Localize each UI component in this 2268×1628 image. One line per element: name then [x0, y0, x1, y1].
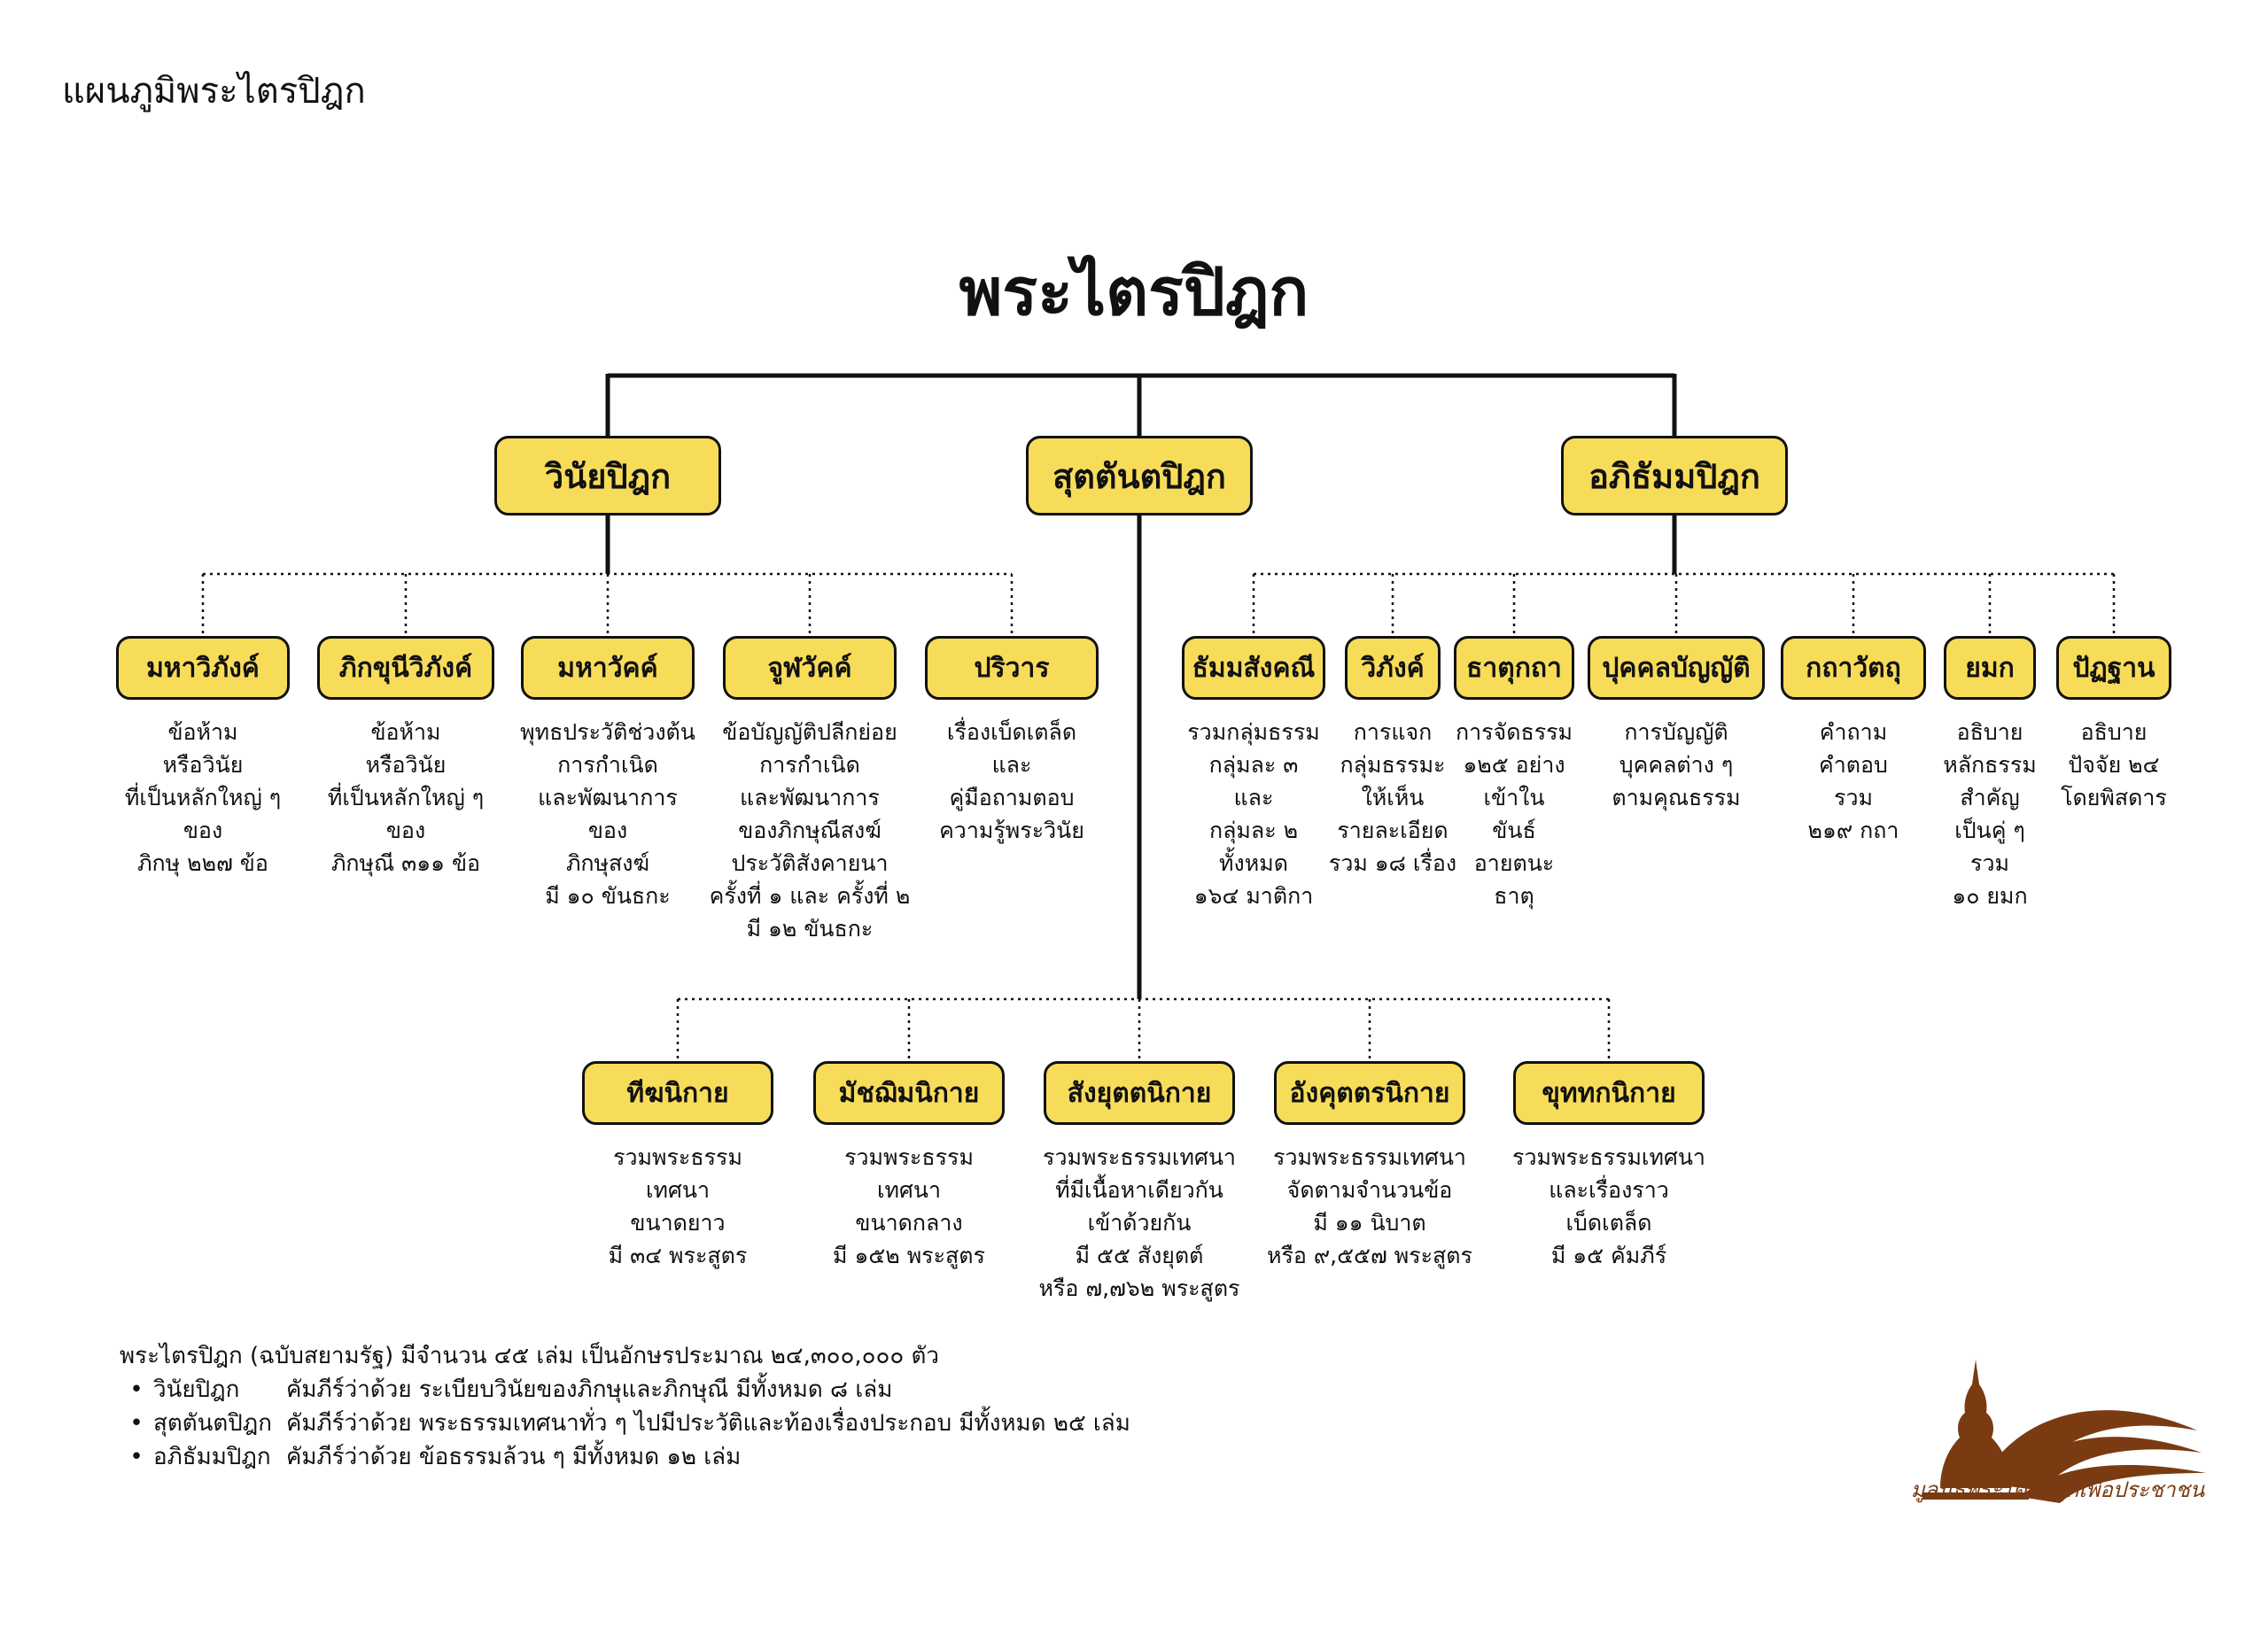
- notes-intro: พระไตรปิฎก (ฉบับสยามรัฐ) มีจำนวน ๔๕ เล่ม…: [120, 1343, 940, 1369]
- abhidhamma-box-5: ยมก: [1944, 636, 2036, 700]
- pitaka-box-abhidhamma: อภิธัมมปิฎก: [1561, 436, 1788, 516]
- sutta-desc-1: รวมพระธรรมเทศนาขนาดกลางมี ๑๕๒ พระสูตร: [833, 1144, 985, 1268]
- abhidhamma-desc-1: การแจกกลุ่มธรรมะให้เห็นรายละเอียดรวม ๑๘ …: [1328, 719, 1457, 876]
- vinaya-desc-3: ข้อบัญญัติปลีกย่อยการกำเนิดและพัฒนาการขอ…: [709, 719, 911, 942]
- abhidhamma-box-1: วิภังค์: [1345, 636, 1441, 700]
- abhidhamma-box-4: กถาวัตถุ: [1781, 636, 1926, 700]
- notes-item-name: สุตตันตปิฎก: [153, 1410, 272, 1437]
- sutta-box-4: ขุททกนิกาย: [1513, 1061, 1705, 1125]
- vinaya-desc-0: ข้อห้ามหรือวินัยที่เป็นหลักใหญ่ ๆของภิกษ…: [124, 719, 282, 876]
- notes-item-text: คัมภีร์ว่าด้วย พระธรรมเทศนาทั่ว ๆ ไปมีปร…: [286, 1410, 1130, 1437]
- vinaya-box-2: มหาวัคค์: [521, 636, 695, 700]
- notes-item: • วินัยปิฎก คัมภีร์ว่าด้วย ระเบียบวินัยของ…: [120, 1373, 1130, 1407]
- logo-text: มูลนิธิพระไตรปิฎกเพื่อประชาชน: [1910, 1477, 2205, 1502]
- sutta-desc-2: รวมพระธรรมเทศนาที่มีเนื้อหาเดียวกันเข้าด…: [1038, 1144, 1240, 1301]
- bullet-icon: •: [129, 1410, 144, 1437]
- pitaka-box-vinaya: วินัยปิฎก: [494, 436, 721, 516]
- vinaya-box-4: ปริวาร: [925, 636, 1099, 700]
- abhidhamma-desc-2: การจัดธรรม๑๒๕ อย่างเข้าในขันธ์อายตนะธาตุ: [1455, 719, 1573, 909]
- abhidhamma-box-0: ธัมมสังคณี: [1182, 636, 1325, 700]
- abhidhamma-desc-0: รวมกลุ่มธรรมกลุ่มละ ๓และกลุ่มละ ๒ทั้งหมด…: [1187, 719, 1320, 909]
- abhidhamma-desc-4: คำถามคำตอบรวม๒๑๙ กถา: [1807, 719, 1899, 843]
- notes-item-name: วินัยปิฎก: [153, 1376, 240, 1403]
- bullet-icon: •: [129, 1376, 144, 1403]
- notes-item: • อภิธัมมปิฎก คัมภีร์ว่าด้วย ข้อธรรมล้วน ๆ…: [120, 1440, 1130, 1474]
- sutta-box-1: มัชฌิมนิกาย: [813, 1061, 1005, 1125]
- sutta-box-2: สังยุตตนิกาย: [1044, 1061, 1235, 1125]
- notes: พระไตรปิฎก (ฉบับสยามรัฐ) มีจำนวน ๔๕ เล่ม…: [120, 1339, 1130, 1474]
- root-title: พระไตรปิฎก: [959, 254, 1309, 330]
- abhidhamma-desc-3: การบัญญัติบุคคลต่าง ๆตามคุณธรรม: [1612, 719, 1741, 810]
- page-title: แผนภูมิพระไตรปิฎก: [62, 71, 366, 112]
- sutta-desc-0: รวมพระธรรมเทศนาขนาดยาวมี ๓๔ พระสูตร: [608, 1144, 748, 1268]
- abhidhamma-desc-5: อธิบายหลักธรรมสำคัญเป็นคู่ ๆรวม๑๐ ยมก: [1943, 719, 2037, 909]
- vinaya-box-0: มหาวิภังค์: [116, 636, 290, 700]
- abhidhamma-desc-6: อธิบายปัจจัย ๒๔โดยพิสดาร: [2061, 719, 2167, 810]
- notes-item-name: อภิธัมมปิฎก: [153, 1444, 271, 1470]
- vinaya-desc-2: พุทธประวัติช่วงต้นการกำเนิดและพัฒนาการขอ…: [520, 719, 695, 909]
- vinaya-desc-4: เรื่องเบ็ดเตล็ดและคู่มือถามตอบความรู้พระ…: [939, 719, 1084, 843]
- sutta-desc-3: รวมพระธรรมเทศนาจัดตามจำนวนข้อมี ๑๑ นิบาต…: [1267, 1144, 1472, 1268]
- notes-item: • สุตตันตปิฎก คัมภีร์ว่าด้วย พระธรรมเทศนาท…: [120, 1407, 1130, 1440]
- pitaka-box-sutta: สุตตันตปิฎก: [1026, 436, 1253, 516]
- notes-item-text: คัมภีร์ว่าด้วย ข้อธรรมล้วน ๆ มีทั้งหมด ๑…: [286, 1444, 742, 1470]
- vinaya-box-3: จูฬวัคค์: [723, 636, 897, 700]
- abhidhamma-box-3: ปุคคลบัญญัติ: [1588, 636, 1765, 700]
- foundation-logo: [1922, 1360, 2206, 1503]
- sutta-box-3: อังคุตตรนิกาย: [1274, 1061, 1465, 1125]
- abhidhamma-box-2: ธาตุกถา: [1454, 636, 1574, 700]
- bullet-icon: •: [129, 1444, 144, 1470]
- vinaya-box-1: ภิกขุนีวิภังค์: [317, 636, 494, 700]
- vinaya-desc-1: ข้อห้ามหรือวินัยที่เป็นหลักใหญ่ ๆของภิกษ…: [327, 719, 485, 876]
- abhidhamma-box-6: ปัฏฐาน: [2056, 636, 2171, 700]
- sutta-desc-4: รวมพระธรรมเทศนาและเรื่องราวเบ็ดเตล็ดมี ๑…: [1512, 1144, 1705, 1268]
- notes-item-text: คัมภีร์ว่าด้วย ระเบียบวินัยของภิกษุและภิ…: [286, 1376, 893, 1403]
- sutta-box-0: ทีฆนิกาย: [582, 1061, 773, 1125]
